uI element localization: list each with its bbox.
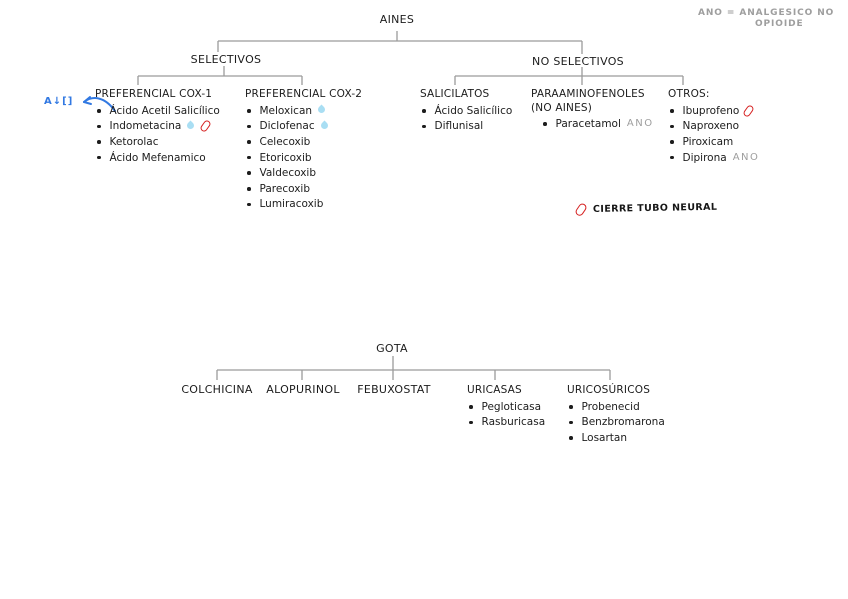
drug-item: Lumiracoxib — [245, 197, 362, 213]
drug-item: Celecoxib — [245, 134, 362, 150]
drug-item: Parecoxib — [245, 181, 362, 197]
febuxostat-label: FEBUXOSTAT — [357, 383, 431, 396]
red-capsule-icon — [574, 202, 588, 218]
cox2-column: PREFERENCIAL COX-2 Meloxican Diclofenac … — [245, 87, 362, 212]
drug-item: Benzbromarona — [567, 415, 665, 431]
drug-item: Ketorolac — [95, 134, 220, 150]
drug-item: Losartan — [567, 430, 665, 446]
uricosuricos-list: Probenecid Benzbromarona Losartan — [567, 399, 665, 446]
red-capsule-icon — [742, 103, 756, 118]
gota-root-label: GOTA — [376, 342, 408, 355]
drug-item: Indometacina — [95, 119, 220, 135]
water-drop-icon — [319, 120, 330, 131]
legend-line1: ANO = ANALGESICO NO — [698, 8, 835, 18]
drug-item: Diclofenac — [245, 119, 362, 135]
cox2-list: Meloxican Diclofenac Celecoxib Etoricoxi… — [245, 103, 362, 212]
legend-line2: OPIOIDE — [755, 19, 804, 29]
neural-note-text: CIERRE TUBO NEURAL — [592, 201, 718, 215]
drug-item: Probenecid — [567, 399, 665, 415]
drug-item: Piroxicam — [668, 134, 759, 150]
blue-annotation: A↓[] — [44, 96, 74, 107]
colchicina-label: COLCHICINA — [181, 383, 253, 396]
cox1-title: PREFERENCIAL COX-1 — [95, 88, 213, 100]
water-drop-icon — [316, 104, 327, 115]
drug-item: Etoricoxib — [245, 150, 362, 166]
drug-item: Ácido Mefenamico — [95, 150, 220, 166]
salicilatos-column: SALICILATOS Ácido Salicílico Diflunisal — [420, 87, 512, 134]
cox2-title: PREFERENCIAL COX-2 — [245, 88, 363, 100]
red-capsule-icon — [199, 119, 213, 134]
legend-ano: ANO = ANALGESICO NO OPIOIDE — [698, 8, 834, 30]
cox1-column: PREFERENCIAL COX-1 Ácido Acetil Salicíli… — [95, 87, 220, 165]
drug-item: Rasburicasa — [467, 415, 546, 431]
otros-title: OTROS: — [668, 88, 710, 100]
drug-item: Ibuprofeno — [668, 103, 759, 119]
selectivos-label: SELECTIVOS — [190, 53, 262, 66]
no-selectivos-label: NO SELECTIVOS — [532, 55, 624, 68]
uricosuricos-title: URICOSÚRICOS — [567, 384, 651, 396]
drug-item: Meloxican — [245, 103, 362, 119]
uricosuricos-column: URICOSÚRICOS Probenecid Benzbromarona Lo… — [567, 383, 665, 446]
cox1-list: Ácido Acetil Salicílico Indometacina Ket… — [95, 103, 220, 165]
drug-item: Valdecoxib — [245, 165, 362, 181]
alopurinol-label: ALOPURINOL — [266, 383, 340, 396]
drug-item: Ácido Salicílico — [420, 103, 513, 119]
salicilatos-list: Ácido Salicílico Diflunisal — [420, 103, 513, 135]
drug-item: Ácido Acetil Salicílico — [95, 103, 220, 119]
paraaminofenoles-subtitle: (NO AINES) — [531, 102, 593, 114]
ano-tag: ANO — [732, 152, 760, 164]
neural-tube-note: CIERRE TUBO NEURAL — [574, 201, 718, 218]
drug-item: Naproxeno — [668, 119, 759, 135]
salicilatos-title: SALICILATOS — [420, 88, 490, 100]
uricasas-title: URICASAS — [467, 384, 522, 396]
paraaminofenoles-title: PARAAMINOFENOLES — [531, 88, 645, 100]
uricasas-column: URICASAS Pegloticasa Rasburicasa — [467, 383, 545, 430]
aines-root-label: AINES — [379, 13, 415, 26]
water-drop-icon — [185, 120, 196, 131]
drug-item: Diflunisal — [420, 119, 512, 135]
uricasas-list: Pegloticasa Rasburicasa — [467, 399, 546, 431]
ano-tag: ANO — [626, 118, 654, 130]
otros-column: OTROS: Ibuprofeno Naproxeno Piroxicam Di… — [668, 87, 759, 165]
drug-item: Pegloticasa — [467, 399, 545, 415]
